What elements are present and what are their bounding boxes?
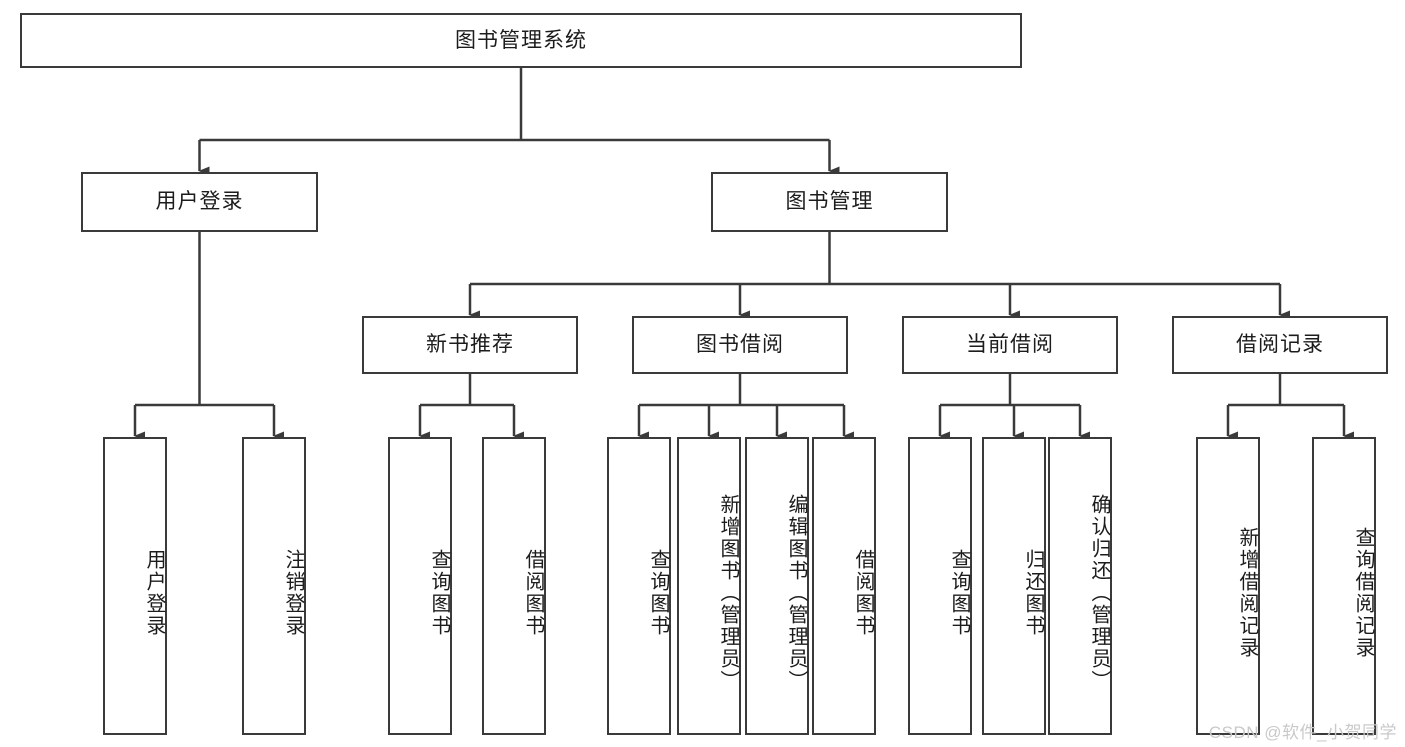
node-leaf-borrow-1: 查询图书 bbox=[607, 437, 671, 735]
node-leaf-login-2: 注销登录 bbox=[242, 437, 306, 735]
node-leaf-new-1: 查询图书 bbox=[388, 437, 452, 735]
node-leaf-borrow-4: 借阅图书 bbox=[812, 437, 876, 735]
node-leaf-rec-2: 查询借阅记录 bbox=[1312, 437, 1376, 735]
node-label: 用户登录 bbox=[143, 549, 165, 637]
node-label: 编辑图书（管理员） bbox=[785, 494, 807, 692]
node-label: 用户登录 bbox=[155, 190, 244, 214]
node-label: 图书管理系统 bbox=[455, 28, 587, 52]
node-label: 查询图书 bbox=[948, 549, 970, 637]
node-root: 图书管理系统 bbox=[20, 13, 1022, 68]
node-label: 确认归还（管理员） bbox=[1088, 494, 1110, 692]
node-label: 新增借阅记录 bbox=[1236, 527, 1258, 659]
node-label: 查询图书 bbox=[428, 549, 450, 637]
csdn-watermark: CSDN @软件_小贺同学 bbox=[1208, 723, 1397, 742]
node-borrow: 图书借阅 bbox=[632, 316, 848, 374]
node-label: 新书推荐 bbox=[426, 333, 514, 357]
node-label: 图书管理 bbox=[785, 190, 874, 214]
node-leaf-current-3: 确认归还（管理员） bbox=[1048, 437, 1112, 735]
node-leaf-borrow-2: 新增图书（管理员） bbox=[677, 437, 741, 735]
node-login: 用户登录 bbox=[81, 172, 318, 232]
node-label: 借阅图书 bbox=[522, 549, 544, 637]
node-leaf-new-2: 借阅图书 bbox=[482, 437, 546, 735]
node-newbook: 新书推荐 bbox=[362, 316, 578, 374]
node-label: 查询图书 bbox=[647, 549, 669, 637]
node-current: 当前借阅 bbox=[902, 316, 1118, 374]
node-bookmgmt: 图书管理 bbox=[711, 172, 948, 232]
node-label: 查询借阅记录 bbox=[1352, 527, 1374, 659]
node-leaf-rec-1: 新增借阅记录 bbox=[1196, 437, 1260, 735]
node-leaf-current-2: 归还图书 bbox=[982, 437, 1046, 735]
node-label: 当前借阅 bbox=[966, 333, 1054, 357]
node-label: 注销登录 bbox=[282, 549, 304, 637]
node-label: 借阅记录 bbox=[1236, 333, 1324, 357]
node-label: 新增图书（管理员） bbox=[717, 494, 739, 692]
node-leaf-borrow-3: 编辑图书（管理员） bbox=[745, 437, 809, 735]
node-label: 借阅图书 bbox=[852, 549, 874, 637]
node-leaf-login-1: 用户登录 bbox=[103, 437, 167, 735]
node-label: 图书借阅 bbox=[696, 333, 784, 357]
node-records: 借阅记录 bbox=[1172, 316, 1388, 374]
node-label: 归还图书 bbox=[1022, 549, 1044, 637]
node-leaf-current-1: 查询图书 bbox=[908, 437, 972, 735]
